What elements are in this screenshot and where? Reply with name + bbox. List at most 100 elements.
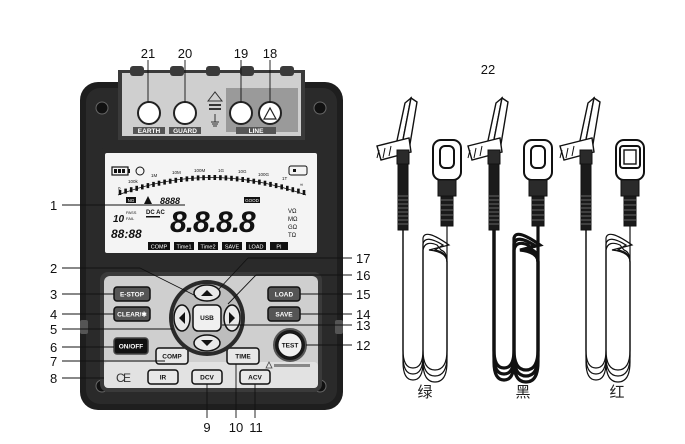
callout-6: 6 — [50, 340, 57, 355]
terminal-earth[interactable]: EARTH — [133, 101, 165, 135]
range-digits: 10 — [113, 214, 125, 225]
bar-graph-segment — [219, 175, 222, 181]
dcv-button[interactable]: DCV — [191, 369, 223, 385]
bar-graph-segment — [213, 175, 217, 180]
bar-graph-segment — [263, 180, 267, 186]
bar-graph-segment — [146, 183, 150, 189]
lcd-tag-row: COMP Time1 Time2 SAVE LOAD PI — [148, 242, 288, 251]
time-button[interactable]: TIME — [226, 347, 260, 365]
load-button[interactable]: LOAD — [267, 286, 301, 302]
bar-graph-segment — [141, 184, 144, 190]
callout-lines — [62, 60, 352, 418]
bar-graph-segment — [168, 178, 172, 184]
bar-graph-segment — [280, 184, 283, 190]
callout-10: 10 — [229, 420, 243, 435]
left-arrow-icon — [179, 312, 185, 324]
unit-mohm: MΩ — [288, 217, 298, 223]
dcv-label: DCV — [200, 375, 214, 382]
main-digits: 8.8.8.8 — [170, 206, 256, 239]
right-arrow-icon — [229, 312, 235, 324]
save-button[interactable]: SAVE — [267, 306, 301, 322]
callout-19: 19 — [234, 46, 248, 61]
svg-text:10M: 10M — [172, 170, 181, 175]
bar-graph-segment — [207, 175, 211, 180]
callout-21: 21 — [141, 46, 155, 61]
svg-text:1T: 1T — [282, 176, 288, 181]
onoff-button[interactable]: ON/OFF — [113, 337, 149, 355]
callout-18: 18 — [263, 46, 277, 61]
bar-graph-segment — [191, 175, 194, 181]
usb-button[interactable]: USB — [192, 304, 222, 332]
right-arrow-button[interactable] — [223, 304, 241, 332]
up-arrow-button[interactable] — [193, 284, 221, 302]
callout-11: 11 — [249, 420, 263, 435]
bar-graph-segment — [196, 175, 200, 181]
lead-red-cable — [585, 226, 634, 383]
svg-text:∞: ∞ — [300, 182, 303, 187]
lead-red-plug — [615, 139, 645, 227]
callout-20: 20 — [178, 46, 192, 61]
bar-graph-segment — [246, 177, 250, 183]
bar-graph-segment — [258, 179, 261, 185]
comp-button[interactable]: COMP — [155, 347, 189, 365]
bar-graph-segment — [302, 190, 306, 195]
ce-mark: C E — [116, 371, 131, 385]
callout-3: 3 — [50, 287, 57, 302]
callout-13: 13 — [356, 318, 370, 333]
up-arrow-icon — [201, 290, 213, 296]
timer-icon — [135, 166, 145, 176]
left-arrow-button[interactable] — [173, 304, 191, 332]
callout-4: 4 — [50, 307, 57, 322]
bar-graph-segment — [235, 176, 239, 182]
callout-numbers: 21 20 19 18 1 2 3 4 5 6 7 8 17 16 15 14 … — [50, 46, 495, 435]
clear-button[interactable]: CLEAR/✱ — [113, 306, 151, 322]
warning-panel — [206, 91, 224, 127]
lead-black — [467, 96, 553, 384]
top-digits: 8888 — [160, 196, 180, 206]
test-warning-icon — [265, 361, 310, 369]
acv-button[interactable]: ACV — [239, 369, 271, 385]
bar-graph-segment — [129, 187, 133, 193]
svg-text:1M: 1M — [151, 173, 158, 178]
terminal-guard[interactable]: GUARD — [169, 101, 201, 135]
terminal-line-2[interactable] — [258, 101, 282, 125]
bar-graph-segment — [241, 177, 244, 182]
bar-graph — [118, 175, 306, 195]
ir-button[interactable]: IR — [147, 369, 179, 385]
lead-green — [376, 96, 462, 383]
test-button[interactable]: TEST — [273, 328, 307, 362]
test-label: TEST — [282, 343, 299, 350]
terminal-line-1[interactable] — [229, 101, 253, 125]
callout-12: 12 — [356, 338, 370, 353]
svg-text:100G: 100G — [258, 172, 270, 177]
down-arrow-button[interactable] — [193, 334, 221, 352]
lead-label-green: 绿 — [417, 383, 432, 401]
bar-graph-segment — [297, 188, 300, 194]
onoff-label: ON/OFF — [119, 344, 144, 351]
bar-graph-segment — [157, 180, 161, 186]
estop-button[interactable]: E-STOP — [113, 286, 151, 302]
lcd-display: 0 100k 1M 10M 100M 1G 10G 100G 1T ∞ NG 8… — [100, 148, 322, 258]
lead-label-red: 红 — [609, 383, 624, 401]
callout-14: 14 — [356, 307, 370, 322]
load-label: LOAD — [275, 292, 294, 299]
callout-2: 2 — [50, 261, 57, 276]
svg-text:100M: 100M — [194, 168, 206, 173]
svg-text:E: E — [123, 371, 131, 385]
usb-label: USB — [200, 315, 214, 322]
bar-graph-segment — [230, 175, 233, 181]
tag-comp: COMP — [151, 245, 168, 251]
terminal-earth-label: EARTH — [138, 128, 161, 135]
unit-gohm: GΩ — [288, 225, 298, 231]
warning-icon — [262, 106, 278, 120]
bar-graph-segment — [163, 179, 166, 185]
terminal-line-label: LINE — [249, 128, 264, 135]
good-indicator: GOOD — [245, 198, 260, 203]
svg-text:10G: 10G — [238, 169, 247, 174]
lead-black-cable — [492, 226, 544, 384]
tag-time2: Time2 — [200, 245, 215, 251]
tag-load: LOAD — [249, 245, 264, 251]
callout-1: 1 — [50, 198, 57, 213]
bar-graph-segment — [185, 176, 189, 182]
